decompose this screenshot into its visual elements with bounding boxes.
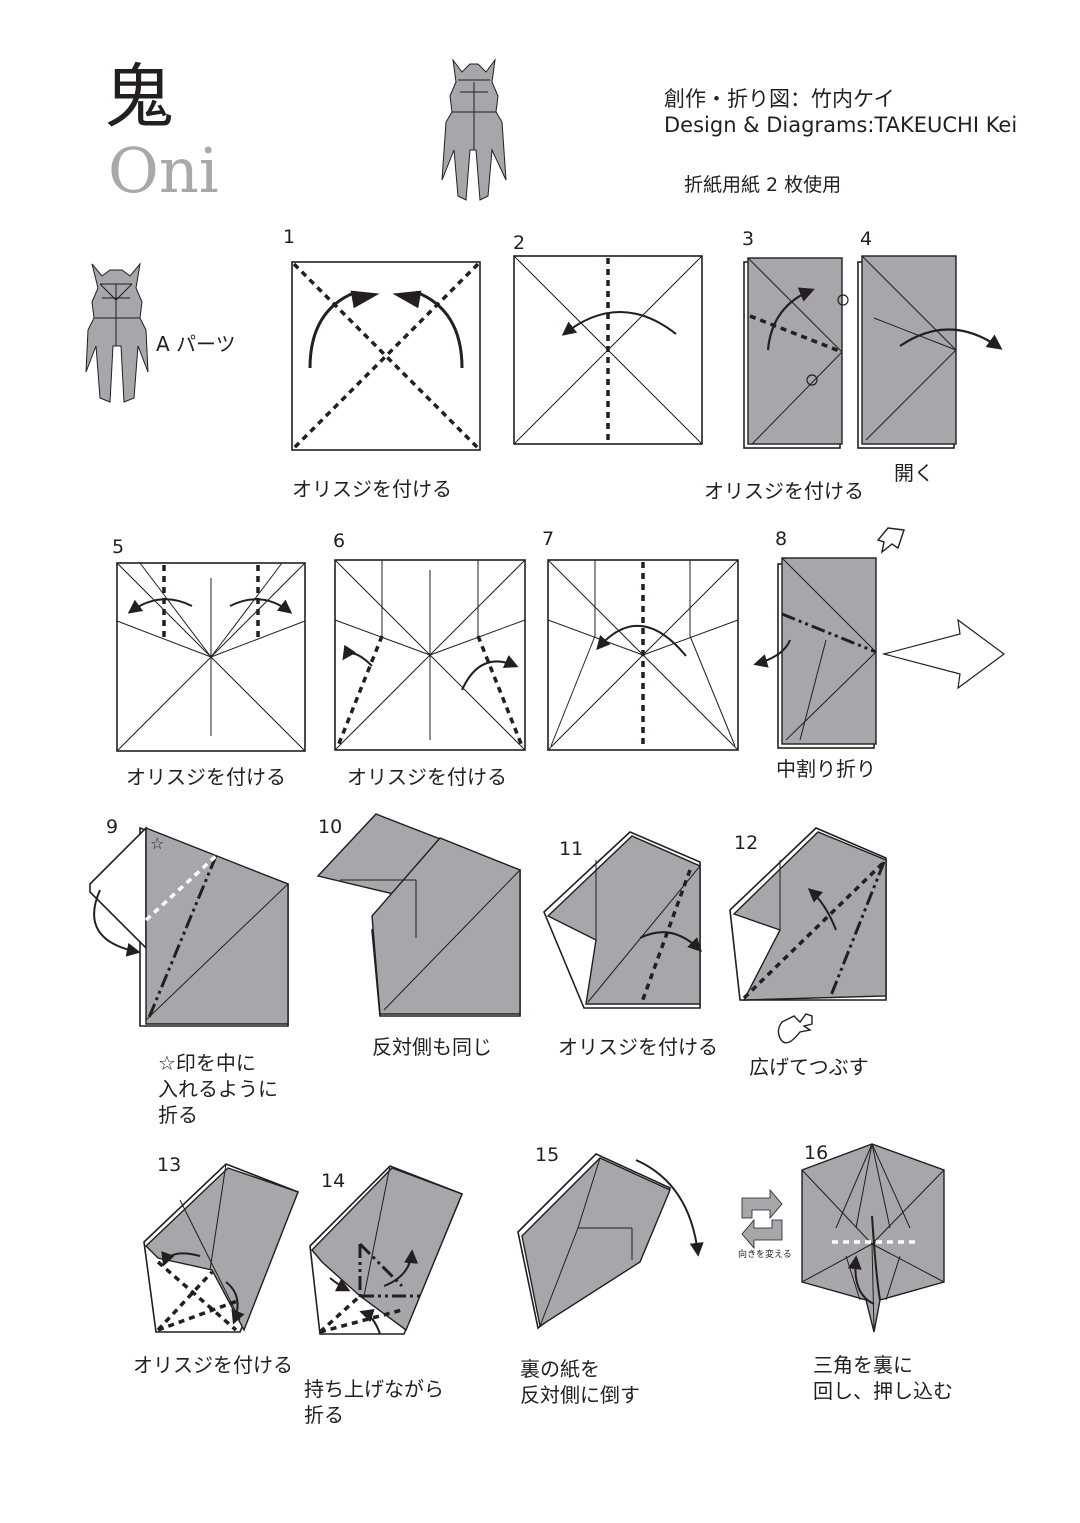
caption-step-12: 広げてつぶす xyxy=(749,1055,869,1079)
caption-step-6: オリスジを付ける xyxy=(347,765,507,789)
step-number-11: 11 xyxy=(559,838,584,860)
step-number-5: 5 xyxy=(112,536,125,558)
caption-step-3: オリスジを付ける xyxy=(704,479,864,503)
step-number-7: 7 xyxy=(542,528,555,550)
step-5-diagram xyxy=(116,562,306,752)
step-6-diagram xyxy=(334,559,526,751)
step-9-diagram: ☆ xyxy=(89,826,289,1027)
part-label: A パーツ xyxy=(156,332,236,356)
squash-fold-icon xyxy=(777,1013,813,1044)
caption-step-15: 裏の紙を 反対側に倒す xyxy=(520,1357,640,1407)
caption-step-5: オリスジを付ける xyxy=(126,765,286,789)
step-16-diagram xyxy=(801,1143,945,1333)
turn-over-label: 向きを変える xyxy=(738,1250,792,1260)
step-7-diagram xyxy=(547,559,739,751)
step-number-9: 9 xyxy=(106,816,119,838)
caption-step-11: オリスジを付ける xyxy=(558,1035,718,1059)
caption-step-8: 中割り折り xyxy=(776,757,876,781)
step-number-3: 3 xyxy=(742,228,755,250)
step-10-diagram xyxy=(316,813,522,1017)
step-number-16: 16 xyxy=(804,1142,829,1164)
svg-text:☆: ☆ xyxy=(150,834,164,853)
part-a-figure xyxy=(85,262,149,403)
caption-step-16: 三角を裏に 回し、押し込む xyxy=(813,1353,953,1403)
caption-step-14: 持ち上げながら 折る xyxy=(304,1377,444,1427)
rotate-icon xyxy=(741,1188,783,1250)
step-number-6: 6 xyxy=(333,530,346,552)
step-number-4: 4 xyxy=(860,228,873,250)
caption-step-1: オリスジを付ける xyxy=(292,477,452,501)
step-15-diagram xyxy=(517,1153,704,1330)
title-english: Oni xyxy=(108,134,219,207)
zoom-arrow-icon xyxy=(881,618,1006,690)
step-number-13: 13 xyxy=(157,1154,182,1176)
caption-step-9: ☆印を中に 入れるように 折る xyxy=(158,1051,278,1127)
step-8-diagram xyxy=(753,527,1006,749)
step-number-14: 14 xyxy=(321,1170,346,1192)
step-1-diagram xyxy=(291,261,481,451)
step-12-diagram xyxy=(729,827,887,1044)
step-number-10: 10 xyxy=(318,816,343,838)
step-number-12: 12 xyxy=(734,832,759,854)
step-11-diagram xyxy=(543,831,702,1009)
push-arrow-icon xyxy=(876,527,905,554)
caption-step-13: オリスジを付ける xyxy=(133,1353,293,1377)
paper-note: 折紙用紙 2 枚使用 xyxy=(684,174,842,196)
step-4-diagram xyxy=(857,255,1003,449)
step-13-diagram xyxy=(143,1163,300,1333)
finished-model-figure xyxy=(441,58,507,201)
credit-block: 創作・折り図：竹内ケイ Design & Diagrams:TAKEUCHI K… xyxy=(664,86,1017,138)
credit-japanese: 創作・折り図：竹内ケイ xyxy=(664,87,895,111)
step-number-2: 2 xyxy=(513,232,526,254)
step-14-diagram xyxy=(309,1165,464,1335)
step-3-diagram xyxy=(743,257,849,449)
caption-step-10: 反対側も同じ xyxy=(372,1035,492,1059)
credit-english: Design & Diagrams:TAKEUCHI Kei xyxy=(664,113,1018,137)
step-number-8: 8 xyxy=(775,528,788,550)
step-number-1: 1 xyxy=(283,226,296,248)
step-number-15: 15 xyxy=(535,1144,560,1166)
title-japanese: 鬼 xyxy=(104,56,174,138)
caption-step-4: 開く xyxy=(894,461,934,485)
step-2-diagram xyxy=(513,255,703,445)
